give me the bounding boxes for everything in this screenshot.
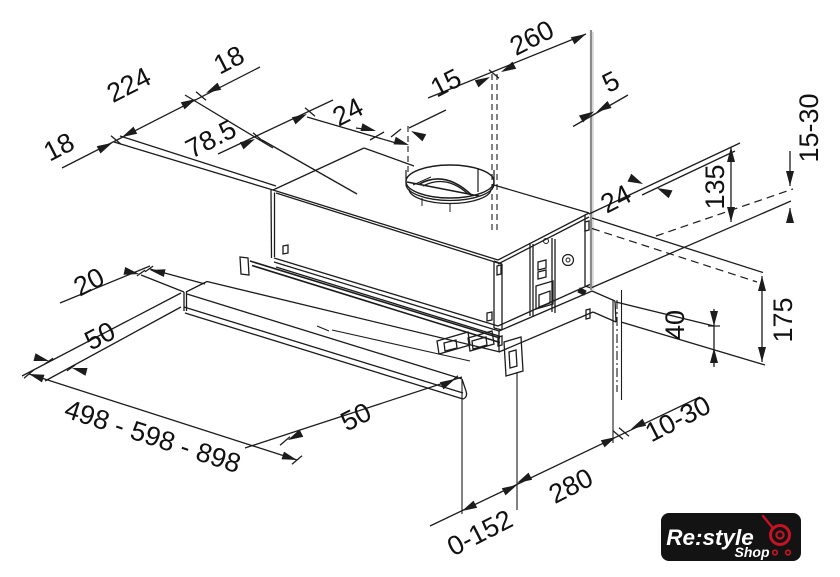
svg-text:Shop: Shop — [735, 544, 770, 560]
svg-text:Re:style: Re:style — [666, 525, 754, 550]
svg-text:15-30: 15-30 — [794, 93, 824, 162]
svg-text:175: 175 — [768, 297, 798, 342]
svg-text:135: 135 — [700, 164, 730, 209]
svg-text:40: 40 — [660, 310, 690, 340]
